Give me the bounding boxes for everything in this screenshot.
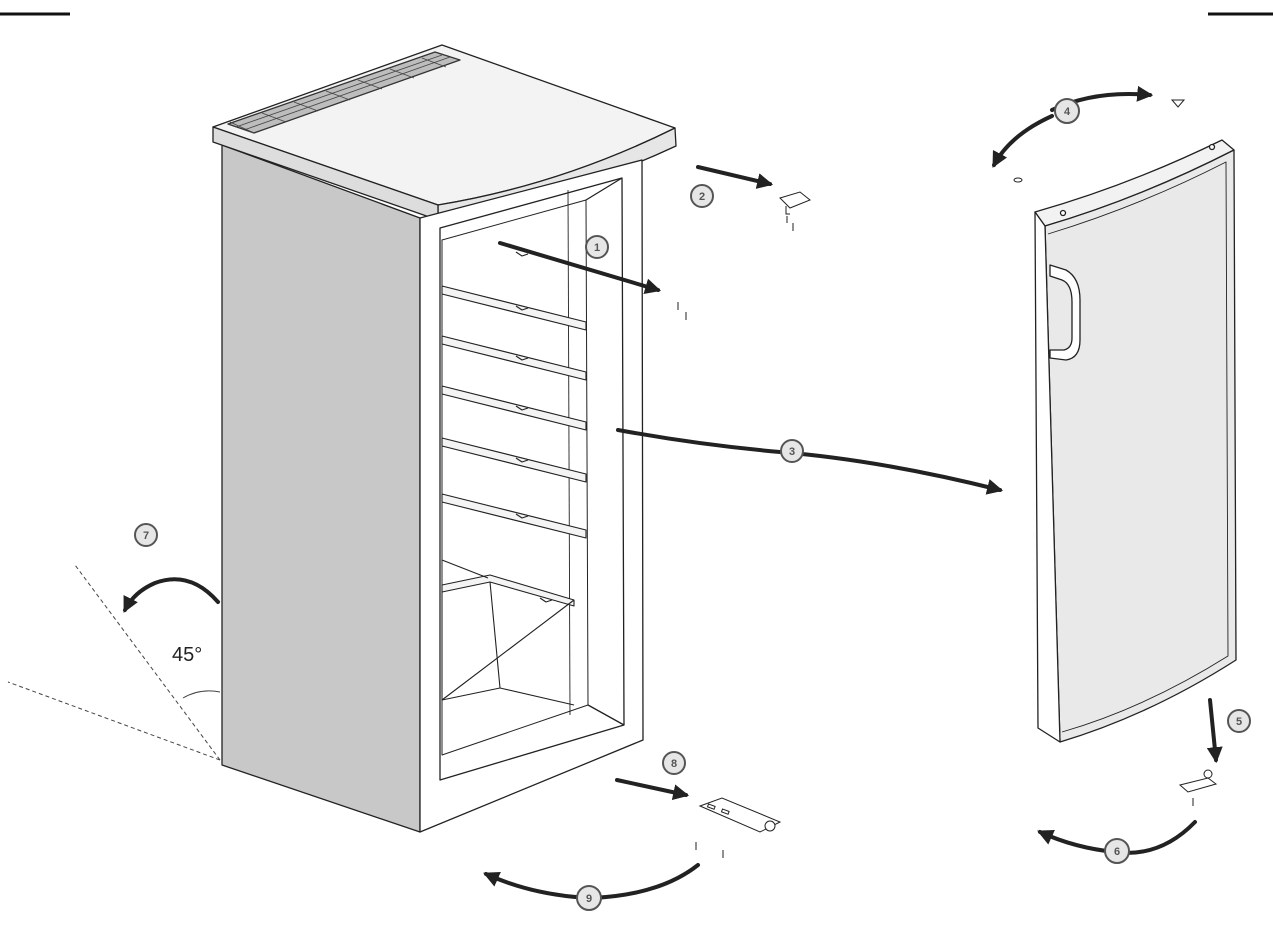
svg-text:1: 1 (594, 242, 600, 254)
step-badge-4: 4 (1054, 98, 1080, 124)
freezer-cabinet (212, 44, 677, 833)
step-badge-3: 3 (780, 439, 804, 463)
step-badges: 1 2 3 4 5 6 7 8 (134, 98, 1251, 911)
angle-ray-lower (7, 681, 221, 761)
drawer-front-5 (441, 493, 587, 539)
arrow-step-3 (616, 428, 1004, 495)
cabinet-side-panel (221, 144, 421, 833)
angle-label: 45° (172, 644, 202, 666)
step-badge-6: 6 (1104, 838, 1130, 864)
step-badge-7: 7 (134, 523, 158, 547)
door-side-edge (1034, 211, 1061, 743)
door-inner-line (1047, 161, 1229, 733)
svg-text:6: 6 (1114, 846, 1120, 858)
arrow-step-2 (696, 165, 774, 189)
upper-hinge-part (779, 191, 811, 231)
tilt-angle-indicator (7, 564, 221, 761)
svg-text:7: 7 (143, 530, 149, 542)
angle-ray-upper (74, 564, 221, 761)
door-handle (1049, 264, 1081, 361)
lower-hinge-cabinet (695, 797, 782, 858)
parts (677, 99, 1218, 858)
lower-hinge-door (1178, 769, 1218, 806)
step-badge-1: 1 (585, 235, 609, 259)
drawer-front-3 (441, 385, 587, 431)
freezer-door (1034, 139, 1237, 743)
drawer-front-1 (441, 285, 587, 331)
svg-text:8: 8 (671, 758, 677, 770)
hinge-pin-step-4 (1013, 99, 1186, 183)
svg-text:3: 3 (789, 446, 795, 458)
step-badge-9: 9 (576, 885, 602, 911)
door-pin-hole-top-left (1059, 209, 1067, 217)
arrow-step-8 (615, 778, 690, 801)
grille-slots (229, 54, 451, 134)
door-pin-hole-top-right (1208, 143, 1216, 151)
arrow-step-1 (498, 241, 662, 295)
arrow-step-4-back (992, 114, 1054, 168)
step-badge-5: 5 (1227, 709, 1251, 733)
ventilation-grille (227, 51, 461, 134)
step-badge-8: 8 (662, 751, 686, 775)
drawer-front-4 (441, 437, 587, 483)
screws-step-1 (677, 302, 687, 320)
svg-text:2: 2 (699, 191, 705, 203)
drawer-stack (441, 251, 587, 706)
step-badge-2: 2 (690, 184, 714, 208)
svg-text:9: 9 (586, 893, 592, 905)
arrow-step-5 (1206, 698, 1223, 764)
svg-text:5: 5 (1236, 716, 1242, 728)
svg-text:4: 4 (1064, 106, 1071, 118)
door-outer-panel (1044, 149, 1237, 743)
arrow-step-7 (123, 577, 220, 613)
drawer-front-2 (441, 335, 587, 381)
angle-arc (182, 690, 221, 699)
